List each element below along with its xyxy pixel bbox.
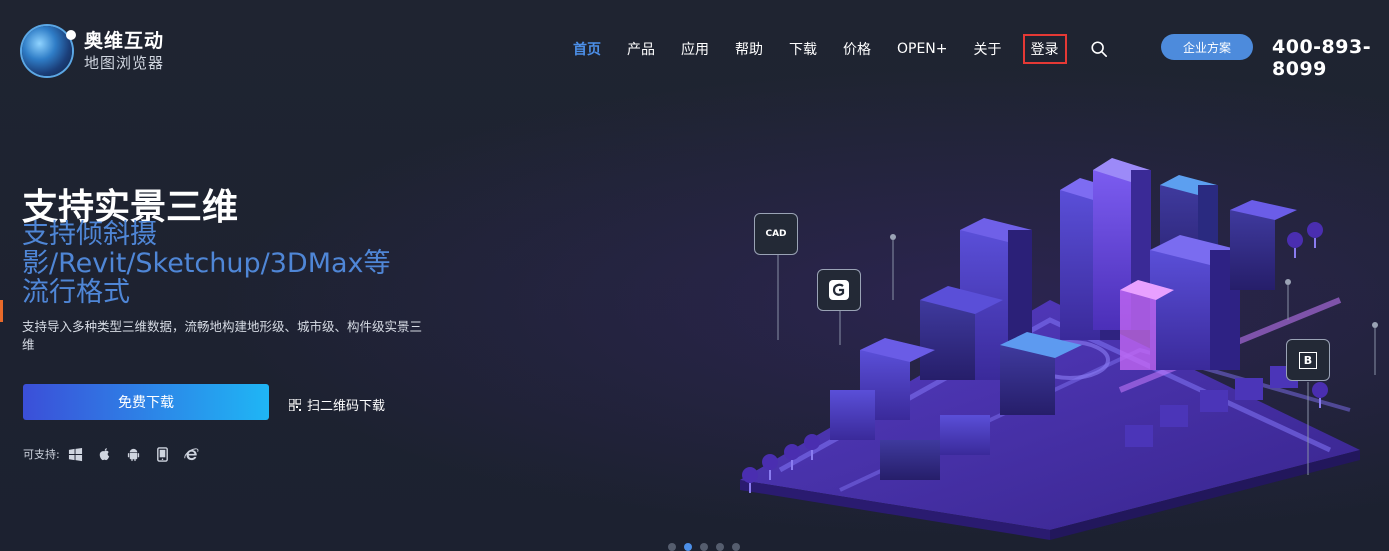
logo[interactable]: 奥维互动 地图浏览器 bbox=[22, 26, 164, 76]
phone-number: 400-893-8099 bbox=[1272, 36, 1372, 80]
bim-format-badge: B bbox=[1286, 339, 1330, 381]
logo-subtitle: 地图浏览器 bbox=[84, 53, 165, 72]
qr-code-icon bbox=[289, 398, 301, 411]
qr-download-link[interactable]: 扫二维码下载 bbox=[289, 395, 385, 414]
windows-icon[interactable] bbox=[68, 447, 83, 462]
nav-item-download[interactable]: 下载 bbox=[789, 42, 817, 58]
logo-text: 奥维互动 地图浏览器 bbox=[84, 29, 165, 72]
nav-item-help[interactable]: 帮助 bbox=[735, 42, 763, 58]
hero-subtitle: 支持倾斜摄影/Revit/Sketchup/3DMax等流行格式 bbox=[22, 219, 391, 308]
city-drawing bbox=[740, 158, 1378, 540]
sketchup-icon bbox=[829, 280, 849, 300]
carousel-pagination bbox=[664, 543, 744, 551]
hero-title: 支持实景三维 bbox=[22, 187, 239, 228]
carousel-dot-2[interactable] bbox=[684, 543, 692, 551]
support-label: 可支持: bbox=[23, 448, 60, 461]
free-download-button[interactable]: 免费下载 bbox=[23, 384, 269, 420]
carousel-dot-5[interactable] bbox=[732, 543, 740, 551]
carousel-dot-3[interactable] bbox=[700, 543, 708, 551]
tablet-icon[interactable] bbox=[155, 446, 170, 462]
carousel-dot-4[interactable] bbox=[716, 543, 724, 551]
login-button[interactable]: 登录 bbox=[1022, 34, 1067, 64]
android-icon[interactable] bbox=[126, 447, 141, 462]
sketchup-format-badge bbox=[817, 269, 861, 311]
supported-platforms: 可支持: bbox=[23, 446, 199, 462]
logo-title: 奥维互动 bbox=[84, 29, 165, 52]
nav-item-about[interactable]: 关于 bbox=[973, 42, 1002, 58]
nav-item-home[interactable]: 首页 bbox=[573, 42, 601, 58]
qr-download-label: 扫二维码下载 bbox=[307, 399, 386, 414]
internet-explorer-icon[interactable] bbox=[184, 447, 199, 462]
hero-description: 支持导入多种类型三维数据，流畅地构建地形级、城市级、构件级实景三维 bbox=[22, 319, 423, 352]
nav-item-open-plus[interactable]: OPEN+ bbox=[897, 41, 948, 57]
carousel-edge-marker bbox=[0, 300, 3, 322]
globe-logo-icon bbox=[22, 26, 76, 76]
nav-item-products[interactable]: 产品 bbox=[627, 42, 655, 58]
bim-badge-label: B bbox=[1298, 351, 1318, 369]
isometric-city-illustration: CAD B bbox=[720, 150, 1389, 540]
search-icon[interactable] bbox=[1090, 40, 1108, 58]
nav-item-pricing[interactable]: 价格 bbox=[843, 42, 871, 58]
main-nav: 首页 产品 应用 帮助 下载 价格 OPEN+ 关于 登录 bbox=[560, 34, 1108, 64]
cad-format-badge: CAD bbox=[754, 213, 798, 255]
carousel-dot-1[interactable] bbox=[668, 543, 676, 551]
enterprise-solution-button[interactable]: 企业方案 bbox=[1161, 34, 1253, 60]
apple-icon[interactable] bbox=[97, 447, 112, 462]
nav-item-applications[interactable]: 应用 bbox=[681, 42, 709, 58]
cad-badge-label: CAD bbox=[765, 229, 787, 239]
